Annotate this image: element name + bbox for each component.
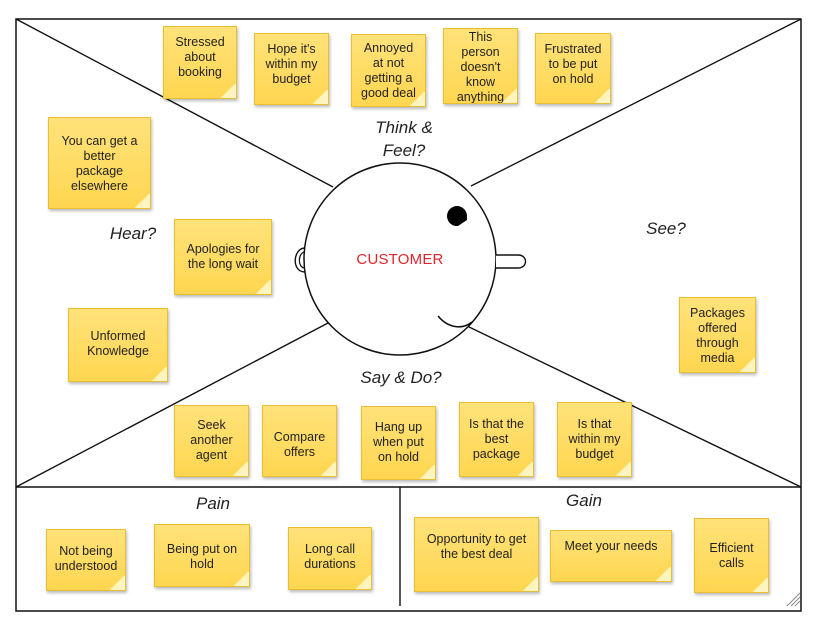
customer-label: CUSTOMER (356, 251, 444, 268)
note-think-feel-1[interactable]: Stressed about booking (163, 26, 237, 99)
label-think-feel: Think & Feel? (375, 118, 433, 160)
note-gain-3[interactable]: Efficient calls (694, 518, 769, 593)
note-think-feel-2[interactable]: Hope it's within my budget (254, 33, 329, 105)
diagonal-bottom-right (466, 325, 802, 488)
eye-icon (447, 206, 467, 227)
note-think-feel-5[interactable]: Frustrated to be put on hold (535, 33, 611, 104)
note-say-do-5[interactable]: Is that within my budget (557, 402, 632, 477)
label-pain: Pain (195, 494, 231, 513)
note-hear-3[interactable]: Unformed Knowledge (68, 308, 168, 382)
nose-icon (496, 254, 527, 269)
diagonal-top-right (470, 18, 802, 187)
outer-frame (15, 18, 802, 612)
note-see-1[interactable]: Packages offered through media (679, 297, 756, 373)
label-gain: Gain (566, 491, 602, 510)
note-say-do-3[interactable]: Hang up when put on hold (361, 406, 436, 480)
note-pain-3[interactable]: Long call durations (288, 527, 372, 590)
ear-icon (294, 247, 306, 273)
note-say-do-1[interactable]: Seek another agent (174, 405, 249, 477)
note-pain-2[interactable]: Being put on hold (154, 524, 250, 587)
diagonal-bottom-left (15, 322, 329, 488)
label-hear: Hear? (109, 224, 157, 243)
resize-grip-icon (786, 592, 801, 607)
note-think-feel-3[interactable]: Annoyed at not getting a good deal (351, 34, 426, 107)
note-hear-2[interactable]: Apologies for the long wait (174, 219, 272, 295)
note-say-do-4[interactable]: Is that the best package (459, 402, 534, 477)
label-say-do: Say & Do? (360, 368, 442, 387)
label-see: See? (646, 219, 686, 238)
note-hear-1[interactable]: You can get a better package elsewhere (48, 117, 151, 209)
diagonal-top-left (15, 18, 334, 188)
note-gain-1[interactable]: Opportunity to get the best deal (414, 517, 539, 592)
note-gain-2[interactable]: Meet your needs (550, 530, 672, 582)
mouth-icon (437, 315, 473, 328)
note-say-do-2[interactable]: Compare offers (262, 405, 337, 477)
note-think-feel-4[interactable]: This person doesn't know anything (443, 28, 518, 104)
note-pain-1[interactable]: Not being understood (46, 529, 126, 591)
